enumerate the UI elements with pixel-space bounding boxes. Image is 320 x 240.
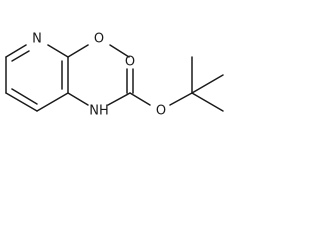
- bond-o-cq: [169, 92, 193, 106]
- bond-c4-c5-inner: [11, 88, 38, 105]
- molecule-diagram: N O O NH O: [5, 32, 224, 119]
- bond-o-ch3: [109, 44, 130, 58]
- bond-c2-o: [67, 44, 89, 58]
- ring-nitrogen-label: N: [32, 32, 42, 47]
- bond-c6-n1-inner: [11, 50, 30, 62]
- bond-n1-c2: [47, 44, 69, 58]
- bond-c-o-ester: [129, 92, 151, 106]
- bond-c4-c5: [5, 92, 38, 112]
- structure-canvas: N O O NH O: [0, 0, 250, 142]
- amine-nh-label: NH: [89, 104, 109, 119]
- bond-cq-me3: [191, 92, 224, 112]
- bond-c3-nh: [67, 92, 89, 106]
- bond-c6-n1: [5, 44, 27, 58]
- ester-oxygen-label: O: [156, 104, 166, 119]
- bond-nh-c: [107, 92, 131, 106]
- bond-cq-me2: [191, 74, 224, 94]
- methoxy-oxygen-label: O: [94, 32, 104, 47]
- carbonyl-oxygen-label: O: [125, 55, 135, 70]
- bond-c3-c4: [36, 92, 69, 112]
